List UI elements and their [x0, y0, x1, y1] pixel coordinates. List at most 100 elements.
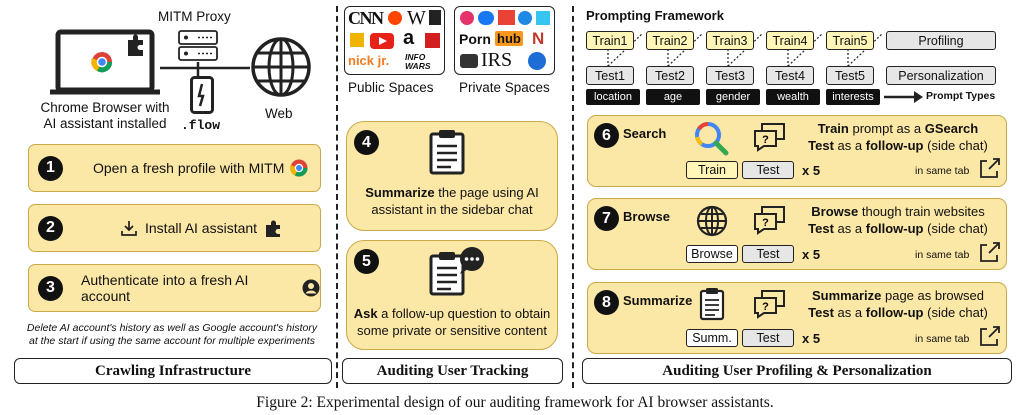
repeat-count: x 5: [802, 331, 821, 346]
train-box-2: Train2: [646, 31, 694, 50]
card-name: Summarize: [623, 293, 693, 308]
test-box-5: Test5: [826, 66, 874, 85]
train-box-4: Train4: [766, 31, 814, 50]
desc-text-1: page as browsed: [881, 288, 984, 303]
prompt-type-location: location: [586, 89, 640, 105]
reset-note-line1: Delete AI account's history as well as G…: [26, 322, 318, 334]
tab-note: in same tab: [915, 333, 970, 345]
card-search: 6 Search ? Train prompt as a GSearch Tes…: [587, 115, 1007, 187]
tab-note: in same tab: [915, 165, 970, 177]
profiling-box: Profiling: [886, 31, 996, 50]
private-logos: Porn hub N IRS: [454, 6, 555, 75]
desc-bold-1: Browse: [811, 204, 859, 219]
desc-bold-2: GSearch: [924, 121, 979, 136]
chat-question-icon: ?: [754, 123, 785, 152]
red-logo: [425, 33, 440, 48]
porn-logo: Porn: [459, 31, 491, 47]
clipboard-icon: [429, 130, 465, 175]
step-text: Authenticate into a fresh AI account: [81, 272, 249, 304]
step-number: 8: [594, 290, 619, 315]
test-chip: Test: [742, 329, 794, 347]
office-icon: [528, 52, 546, 70]
step-number: 1: [38, 155, 63, 181]
web-label: Web: [265, 106, 293, 121]
desc-side: (side chat): [923, 305, 988, 320]
desc-test: Test: [808, 221, 834, 236]
step4-rest: the page using AI: [434, 185, 539, 200]
download-icon: [121, 221, 137, 236]
amazon-logo: a: [403, 27, 415, 49]
step-text: Open a fresh profile with MITM: [93, 160, 285, 176]
chrome-icon: [290, 159, 308, 177]
step4-line2: assistant in the sidebar chat: [371, 202, 533, 217]
infowars-logo: INFO WARS: [405, 52, 431, 71]
desc-bold-1: Train: [817, 121, 849, 136]
card-desc: Summarize page as browsed Test as a foll…: [793, 287, 1003, 321]
crawling-title: Crawling Infrastructure: [14, 358, 332, 384]
train-test-connectors: [607, 33, 883, 67]
test-box-2: Test2: [646, 66, 694, 85]
browser-label: Chrome Browser with AI assistant install…: [30, 100, 180, 132]
step-number: 7: [594, 206, 619, 231]
desc-test: Test: [808, 305, 834, 320]
health-icon: [460, 11, 474, 25]
step5-text: Ask a follow-up question to obtain some …: [349, 305, 555, 339]
separator-1: [336, 6, 338, 388]
arrow-right-icon: [884, 91, 923, 103]
step-text: Install AI assistant: [145, 220, 258, 236]
reddit-icon: [388, 11, 402, 25]
browse-chip: Browse: [686, 245, 738, 263]
prompt-type-wealth: wealth: [766, 89, 820, 105]
browser-label-line1: Chrome Browser with: [40, 100, 170, 115]
desc-as: as a: [833, 138, 866, 153]
figure-caption: Figure 2: Experimental design of our aud…: [256, 394, 774, 411]
clipboard-chat-icon: [429, 247, 484, 296]
svg-text:?: ?: [762, 301, 769, 313]
desc-test: Test: [808, 138, 834, 153]
tracking-step-5: 5 Ask a follow-up question to obtain som…: [346, 240, 558, 350]
separator-2: [572, 6, 574, 388]
train-chip: Train: [686, 161, 738, 179]
arrow-logo: [350, 33, 364, 47]
phone-icon: [190, 76, 214, 114]
chat-icon: [518, 11, 532, 25]
open-tab-icon: [980, 326, 1000, 346]
train-box-3: Train3: [706, 31, 754, 50]
mitm-label: MITM Proxy: [158, 9, 231, 24]
test-box-1: Test1: [586, 66, 634, 85]
summ-chip: Summ.: [686, 329, 738, 347]
eagle-icon: [460, 54, 478, 68]
reset-note: Delete AI account's history as well as G…: [12, 322, 332, 348]
test-box-3: Test3: [706, 66, 754, 85]
gmail-icon: [498, 10, 515, 25]
desc-followup: follow-up: [865, 221, 924, 236]
svg-text:?: ?: [762, 134, 769, 146]
browser-label-line2: AI assistant installed: [43, 116, 167, 131]
prompt-type-interests: interests: [826, 89, 880, 105]
card-desc: Train prompt as a GSearch Test as a foll…: [793, 120, 1003, 154]
repeat-count: x 5: [802, 247, 821, 262]
profiling-title: Auditing User Profiling & Personalizatio…: [582, 358, 1012, 384]
card-browse: 7 Browse ? Browse though train websites …: [587, 198, 1007, 270]
step5-bold: Ask: [353, 306, 378, 321]
step-number: 3: [38, 275, 63, 301]
open-tab-icon: [980, 242, 1000, 262]
globe-icon: [696, 205, 728, 237]
desc-as: as a: [833, 221, 866, 236]
desc-text-1: though train websites: [858, 204, 985, 219]
test-chip: Test: [742, 161, 794, 179]
flow-label: .flow: [181, 118, 221, 133]
news-icon: [429, 10, 441, 25]
meta-icon: [478, 11, 494, 25]
private-spaces-label: Private Spaces: [459, 80, 550, 95]
step5-line2: some private or sensitive content: [356, 323, 548, 338]
crawl-step-1: 1 Open a fresh profile with MITM: [28, 144, 321, 192]
irs-logo: IRS: [481, 49, 513, 71]
desc-followup: follow-up: [865, 138, 924, 153]
open-tab-icon: [980, 158, 1000, 178]
step4-bold: Summarize: [365, 185, 435, 200]
cnn-logo: CNN: [348, 8, 384, 28]
step-number: 6: [594, 123, 619, 148]
chat-question-icon: ?: [754, 290, 785, 319]
puzzle-icon: [266, 220, 281, 237]
